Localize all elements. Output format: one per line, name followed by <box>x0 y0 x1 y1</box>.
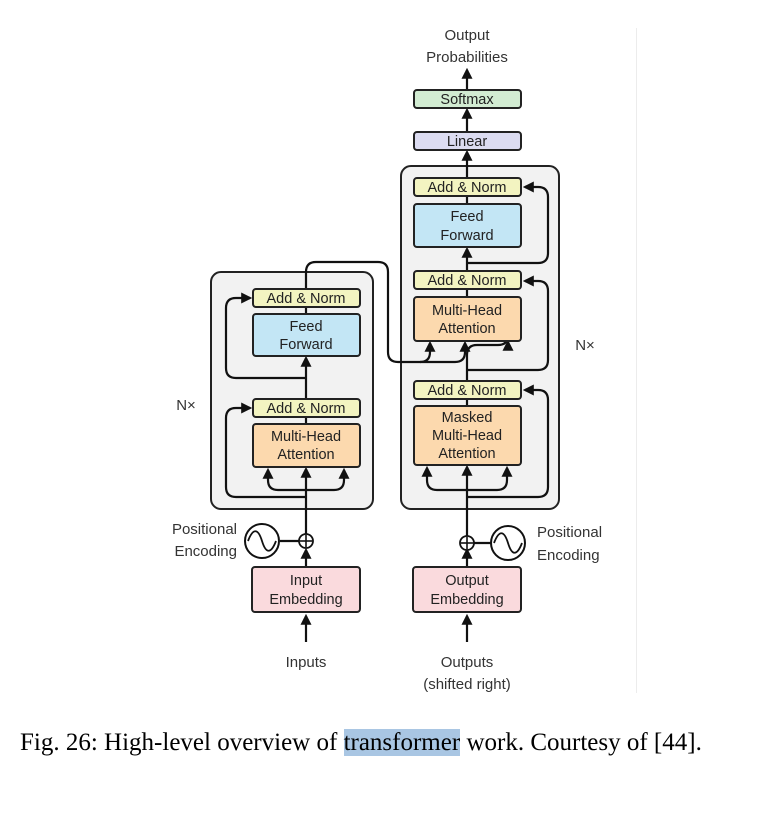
decoder-masked-line1: Masked <box>442 410 493 426</box>
decoder-ff-line2: Forward <box>440 228 493 244</box>
encoder-positional-encoding-line1: Positional <box>172 521 237 538</box>
caption-highlight: transformer <box>343 729 461 756</box>
encoder-positional-sine-icon <box>244 523 280 559</box>
input-embedding-line1: Input <box>290 573 322 589</box>
decoder-positional-encoding-line2: Encoding <box>537 547 600 564</box>
decoder-n-times: N× <box>575 337 595 354</box>
encoder-add-norm-bottom <box>252 398 361 418</box>
caption-prefix: Fig. 26: High-level overview of <box>20 729 344 756</box>
decoder-add-norm-top-label: Add & Norm <box>428 180 507 196</box>
output-embedding <box>412 566 522 613</box>
output-embedding-line2: Embedding <box>430 592 503 608</box>
output-probabilities-line1: Output <box>444 27 490 44</box>
inputs-label: Inputs <box>286 654 327 671</box>
decoder-add-norm-bottom <box>413 380 522 400</box>
decoder-feed-forward <box>413 203 522 248</box>
encoder-mha-line2: Attention <box>277 447 334 463</box>
encoder-ff-line2: Forward <box>279 337 332 353</box>
encoder-ff-line1: Feed <box>289 319 322 335</box>
decoder-mha-line1: Multi-Head <box>432 303 502 319</box>
outputs-label-line1: Outputs <box>441 654 494 671</box>
linear-block <box>413 131 522 151</box>
figure-caption: Fig. 26: High-level overview of transfor… <box>20 728 765 758</box>
linear-label: Linear <box>447 134 487 150</box>
figure-border-line <box>636 28 637 693</box>
encoder-n-times: N× <box>176 397 196 414</box>
decoder-positional-sine-icon <box>490 525 526 561</box>
input-embedding-line2: Embedding <box>269 592 342 608</box>
encoder-positional-encoding-line2: Encoding <box>174 543 237 560</box>
output-probabilities-line2: Probabilities <box>426 49 508 66</box>
encoder-feed-forward <box>252 313 361 357</box>
output-embedding-line1: Output <box>445 573 489 589</box>
decoder-add-norm-middle <box>413 270 522 290</box>
decoder-masked-multi-head-attention <box>413 405 522 466</box>
encoder-add-norm-top-label: Add & Norm <box>267 291 346 307</box>
encoder-mha-line1: Multi-Head <box>271 429 341 445</box>
decoder-add-norm-bottom-label: Add & Norm <box>428 383 507 399</box>
caption-suffix: work. Courtesy of [44]. <box>460 729 702 756</box>
transformer-diagram: Add & Norm Feed Forward Add & Norm Multi… <box>172 27 602 693</box>
decoder-add-norm-middle-label: Add & Norm <box>428 273 507 289</box>
softmax-label: Softmax <box>440 92 494 108</box>
decoder-positional-encoding-line1: Positional <box>537 524 602 541</box>
encoder-add-norm-top <box>252 288 361 308</box>
encoder-multi-head-attention <box>252 423 361 468</box>
decoder-ff-line1: Feed <box>450 209 483 225</box>
decoder-multi-head-attention <box>413 296 522 342</box>
decoder-masked-line2: Multi-Head <box>432 428 502 444</box>
decoder-masked-line3: Attention <box>438 446 495 462</box>
softmax-block <box>413 89 522 109</box>
input-embedding <box>251 566 361 613</box>
decoder-add-norm-top <box>413 177 522 197</box>
decoder-mha-line2: Attention <box>438 321 495 337</box>
encoder-add-norm-bottom-label: Add & Norm <box>267 401 346 417</box>
outputs-label-line2: (shifted right) <box>423 676 511 693</box>
